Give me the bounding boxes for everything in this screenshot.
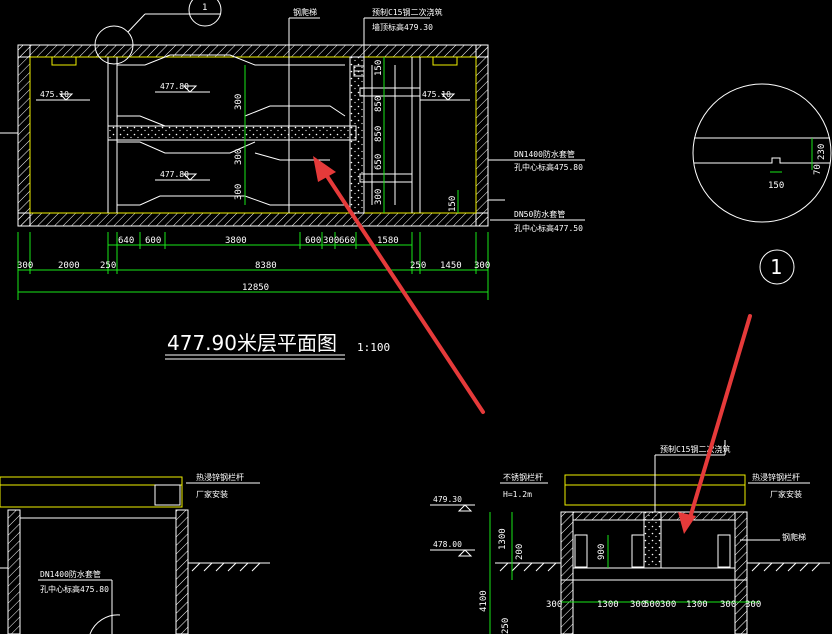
plan-title: 477.90米层平面图	[167, 331, 337, 355]
vdim-7: 300	[234, 149, 244, 165]
annotation-arrows	[313, 156, 752, 534]
elev-right: 475.10	[422, 90, 451, 99]
red-arrow-plan	[321, 168, 485, 414]
detail-callout	[759, 249, 795, 285]
elev-bottom: 477.80	[160, 170, 189, 179]
hdim-row1-3: 3800	[225, 236, 247, 246]
detail-callout-number: 1	[770, 255, 782, 279]
right-hdim-2: 1300	[597, 600, 619, 610]
right-guard-1: 不锈钢栏杆	[503, 472, 543, 482]
right-hdim-8: 300	[745, 600, 761, 610]
label-slab-note-1: 预制C15钢二次浇筑	[372, 7, 442, 17]
right-elev-1: 479.30	[433, 495, 462, 504]
right-hdim-3: 300	[630, 600, 646, 610]
right-hdim-1: 300	[546, 600, 562, 610]
right-elev-2: 478.00	[433, 540, 462, 549]
detail-1: 230 70 150 1	[692, 83, 832, 285]
label-slab-note-2: 墙顶标高479.30	[372, 22, 433, 32]
red-arrow-section	[688, 314, 752, 520]
plan-center-beam	[107, 125, 357, 141]
label-ladder: 钢爬梯	[293, 7, 317, 17]
right-rail-sub: 厂家安装	[770, 489, 802, 499]
vdim-2: 850	[374, 96, 384, 112]
detail-dim-1: 230	[817, 144, 827, 160]
plan-wall-bottom	[17, 212, 489, 227]
hdim-row1-4: 600	[305, 236, 321, 246]
pipe2-label-1: DN50防水套管	[514, 209, 565, 219]
section-left: 热浸锌钢栏杆 厂家安装 DN1400防水套管 孔中心标高475.80	[0, 472, 270, 634]
callout-tag	[188, 0, 222, 27]
vdim-5: 300	[374, 189, 384, 205]
right-rail-label: 热浸锌钢栏杆	[752, 472, 800, 482]
section-right: 预制C15钢二次浇筑 不锈钢栏杆 H=1.2m 热浸锌钢栏杆 厂家安装 钢爬梯 …	[430, 440, 830, 634]
detail-dim-3: 150	[768, 181, 784, 191]
callout-number: 1	[202, 3, 207, 13]
hdim-row1-7: 1580	[377, 236, 399, 246]
left-pipe-1: DN1400防水套管	[40, 569, 101, 579]
right-guard-2: H=1.2m	[503, 490, 532, 499]
pipe1-label-1: DN1400防水套管	[514, 149, 575, 159]
hdim-row1-2: 600	[145, 236, 161, 246]
hdim-row1-6: 660	[339, 236, 355, 246]
hdim-row2-3: 250	[100, 261, 116, 271]
pipe1-label-2: 孔中心标高475.80	[514, 162, 583, 172]
hdim-row2-4: 8380	[255, 261, 277, 271]
callout-circle	[94, 25, 134, 65]
hdim-row2-5: 250	[410, 261, 426, 271]
left-rail-label: 热浸锌钢栏杆	[196, 472, 244, 482]
hdim-total: 12850	[242, 283, 269, 293]
vdim-3: 850	[374, 126, 384, 142]
hdim-row1-5: 300	[323, 236, 339, 246]
plan-wall-top	[17, 44, 489, 58]
elev-top: 477.80	[160, 82, 189, 91]
left-pipe-2: 孔中心标高475.80	[40, 584, 109, 594]
plan-center-column	[349, 56, 365, 214]
vdim-9: 150	[448, 196, 458, 212]
red-arrowhead-section	[678, 512, 696, 534]
right-hdim-6: 1300	[686, 600, 708, 610]
hdim-row1-1: 640	[118, 236, 134, 246]
plan-wall-right	[475, 44, 489, 227]
pipe2-label-2: 孔中心标高477.50	[514, 223, 583, 233]
vdim-6: 300	[234, 94, 244, 110]
detail-dim-2: 70	[813, 164, 823, 175]
vdim-1: 150	[374, 60, 384, 76]
right-vdim-5: 250	[501, 618, 511, 634]
elev-left: 475.10	[40, 90, 69, 99]
right-vdim-2: 200	[515, 544, 525, 560]
right-vdim-1: 1300	[498, 528, 508, 550]
red-arrowhead-plan	[313, 156, 336, 182]
detail-circle	[692, 83, 832, 223]
right-vdim-3: 900	[597, 544, 607, 560]
hdim-row2-2: 2000	[58, 261, 80, 271]
right-hdim-4: 500	[644, 600, 660, 610]
right-hdim-7: 300	[720, 600, 736, 610]
plan-scale: 1:100	[357, 341, 390, 354]
vdim-4: 650	[374, 154, 384, 170]
right-ladder: 钢爬梯	[782, 532, 806, 542]
hdim-row2-6: 1450	[440, 261, 462, 271]
plan-wall-left	[17, 44, 31, 227]
hdim-row2-1: 300	[17, 261, 33, 271]
right-slab-note: 预制C15钢二次浇筑	[660, 444, 730, 454]
right-vdim-4: 4100	[479, 590, 489, 612]
left-rail-sub: 厂家安装	[196, 489, 228, 499]
plan-view: 150 850 850 650 300 300 300 300 150 475.…	[0, 0, 585, 360]
right-center-column	[643, 511, 662, 569]
right-hdim-5: 300	[660, 600, 676, 610]
hdim-row2-7: 300	[474, 261, 490, 271]
vdim-8: 300	[234, 184, 244, 200]
